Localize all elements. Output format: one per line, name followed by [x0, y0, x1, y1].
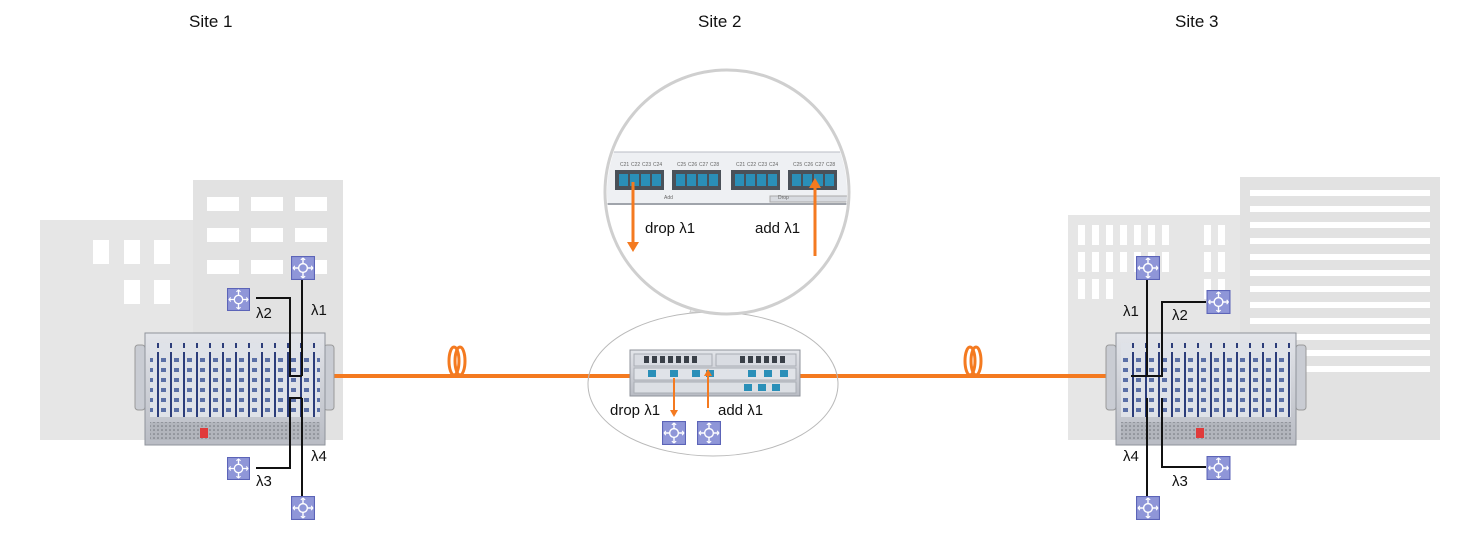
port-label: C23	[642, 162, 651, 168]
chassis-cards	[1121, 343, 1291, 417]
port-block	[731, 170, 780, 190]
site3-chassis	[1105, 332, 1307, 446]
site1-connections	[256, 280, 303, 496]
router-icon	[1206, 290, 1231, 314]
site2-title: Site 2	[698, 12, 741, 31]
fiber-coil-icon	[447, 345, 467, 377]
port-label: C26	[688, 162, 697, 168]
port-label: C27	[699, 162, 708, 168]
router-icon	[226, 457, 251, 480]
port-label: C28	[710, 162, 719, 168]
port-label: C27	[815, 162, 824, 168]
port-label: C28	[826, 162, 835, 168]
group-label: Add	[664, 195, 673, 201]
chassis-vent	[150, 422, 320, 440]
fiber-coil-icon	[963, 345, 983, 377]
chassis-handle	[1295, 344, 1307, 411]
port-label: C21	[620, 162, 629, 168]
router-icon	[662, 421, 686, 445]
port-label: C23	[758, 162, 767, 168]
port-label: C25	[677, 162, 686, 168]
lambda3-line	[256, 397, 302, 469]
site1-lambda1-label: λ1	[311, 302, 327, 319]
chassis-handle	[134, 344, 146, 411]
lambda3-line	[1161, 398, 1206, 468]
site1-lambda2-label: λ2	[256, 305, 272, 322]
router-icon	[291, 256, 315, 280]
port-label: C22	[747, 162, 756, 168]
building-windows	[1078, 190, 1430, 372]
drop-label: drop λ1	[610, 402, 660, 419]
site1-buildings	[40, 180, 343, 440]
site3-buildings	[1068, 177, 1440, 440]
site1-chassis	[134, 332, 335, 446]
site1-lambda4-label: λ4	[311, 448, 327, 465]
port-block	[615, 170, 664, 190]
add-label: add λ1	[718, 402, 763, 419]
port-label: C26	[804, 162, 813, 168]
port-label: C25	[793, 162, 802, 168]
zoom-drop-label: drop λ1	[645, 220, 695, 237]
chassis-cards	[150, 343, 320, 417]
site2-chassis	[629, 349, 801, 397]
site3-lambda4-label: λ4	[1123, 448, 1139, 465]
router-icon	[697, 421, 721, 445]
router-icon	[291, 496, 315, 520]
site2-group: drop λ1 add λ1	[587, 287, 839, 457]
chassis-vent	[1121, 422, 1291, 440]
chassis-handle	[1105, 344, 1117, 411]
zoom-add-label: add λ1	[755, 220, 800, 237]
port-block	[788, 170, 837, 190]
lambda2-line	[256, 297, 302, 377]
port-label: C24	[769, 162, 778, 168]
site3-lambda1-label: λ1	[1123, 303, 1139, 320]
port-label: C24	[653, 162, 662, 168]
site3-connections	[1131, 280, 1206, 496]
site1-title: Site 1	[189, 12, 232, 31]
router-icon	[1136, 496, 1160, 520]
router-icon	[1206, 456, 1231, 480]
zoom-bubble: C21 C22 C23 C24 C25 C26 C27 C28 C21 C22 …	[603, 68, 851, 316]
group-label: Drop	[778, 195, 789, 201]
router-icon	[226, 288, 251, 311]
site3-lambda2-label: λ2	[1172, 307, 1188, 324]
port-label: C22	[631, 162, 640, 168]
site3-lambda3-label: λ3	[1172, 473, 1188, 490]
router-icon	[1136, 256, 1160, 280]
site1-lambda3-label: λ3	[256, 473, 272, 490]
site3-title: Site 3	[1175, 12, 1218, 31]
port-label: C21	[736, 162, 745, 168]
lambda2-line	[1147, 301, 1206, 377]
port-block	[672, 170, 721, 190]
